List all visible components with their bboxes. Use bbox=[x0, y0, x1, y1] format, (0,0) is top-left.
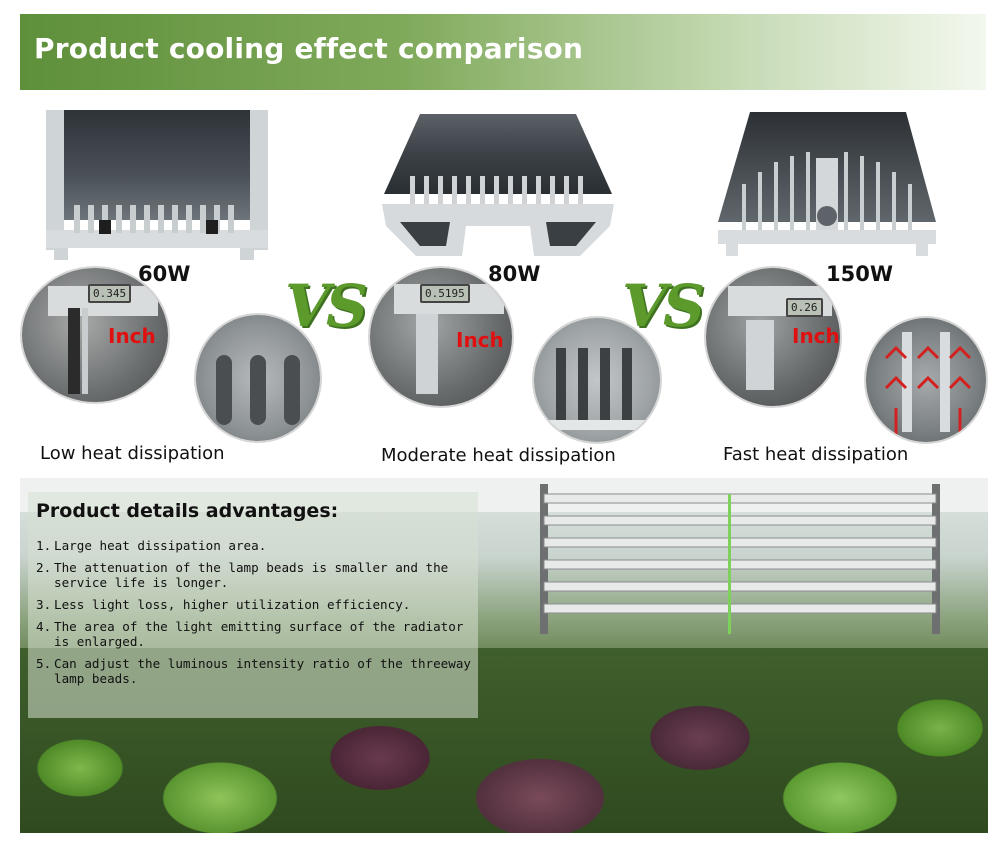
heatsink-60w-image bbox=[46, 110, 268, 260]
watt-label-80w: 80W bbox=[488, 262, 541, 286]
inch-label-80w: Inch bbox=[456, 328, 504, 352]
watt-label-60w: 60W bbox=[138, 262, 191, 286]
details-panel: Product details advantages: 1.Large heat… bbox=[28, 492, 478, 718]
header-banner: Product cooling effect comparison bbox=[20, 14, 986, 90]
dissipation-label-60w: Low heat dissipation bbox=[40, 443, 225, 464]
vs-label-1: VS bbox=[285, 272, 368, 340]
heat-arrow-icon bbox=[884, 345, 972, 436]
dissipation-label-80w: Moderate heat dissipation bbox=[381, 445, 616, 466]
caliper-reading-60w: 0.345 bbox=[88, 284, 132, 303]
watt-label-150w: 150W bbox=[826, 262, 893, 286]
airflow-closeup-150w-image bbox=[866, 318, 986, 442]
vs-label-2: VS bbox=[622, 272, 705, 340]
caliper-reading-150w: 0.26 bbox=[786, 298, 823, 317]
fin-closeup-60w-image bbox=[196, 315, 320, 441]
inch-label-150w: Inch bbox=[792, 324, 840, 348]
caliper-reading-80w: 0.5195 bbox=[420, 284, 470, 303]
greenhouse-photo: Product details advantages: 1.Large heat… bbox=[20, 478, 988, 833]
dissipation-label-150w: Fast heat dissipation bbox=[723, 444, 909, 465]
list-item: 2.The attenuation of the lamp beads is s… bbox=[36, 560, 449, 590]
inch-label-60w: Inch bbox=[108, 324, 156, 348]
grow-light-fixture bbox=[540, 484, 940, 634]
heatsink-80w-image bbox=[382, 114, 614, 256]
fin-closeup-80w-image bbox=[534, 318, 660, 442]
list-item: 3.Less light loss, higher utilization ef… bbox=[36, 597, 411, 612]
list-item: 1.Large heat dissipation area. bbox=[36, 538, 267, 553]
details-title: Product details advantages: bbox=[36, 500, 339, 522]
list-item: 4.The area of the light emitting surface… bbox=[36, 619, 464, 649]
heatsink-150w-image bbox=[718, 112, 936, 256]
page-title: Product cooling effect comparison bbox=[34, 32, 584, 65]
list-item: 5.Can adjust the luminous intensity rati… bbox=[36, 656, 472, 686]
details-list: 1.Large heat dissipation area. 2.The att… bbox=[36, 538, 476, 693]
